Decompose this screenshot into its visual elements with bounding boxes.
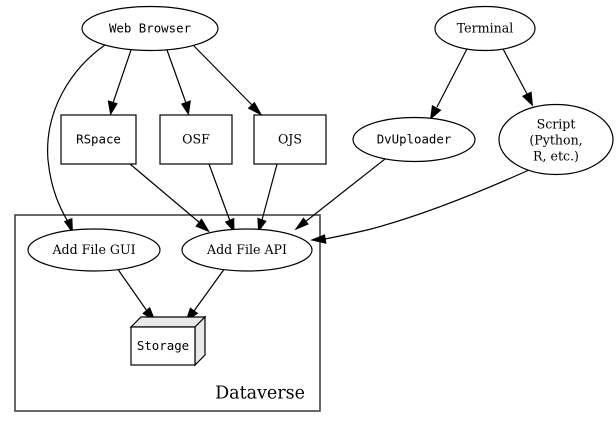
- node-add-file-api-ellipse[interactable]: [181, 228, 313, 272]
- node-terminal[interactable]: Terminal: [434, 5, 536, 52]
- edge-web-browser-to-osf: [166, 49, 191, 116]
- edge-web-browser-to-ojs: [193, 45, 263, 116]
- edge-dvuploader-to-add-file-api: [294, 158, 386, 231]
- edge-add-file-api-to-storage: [185, 267, 226, 322]
- node-storage-label: Storage: [137, 338, 189, 353]
- node-add-file-gui-label: Add File GUI: [51, 242, 135, 257]
- node-osf[interactable]: OSF: [159, 114, 233, 165]
- edge-layer: [47, 44, 533, 322]
- node-osf-label: OSF: [182, 132, 210, 147]
- edge-add-file-gui-to-storage: [116, 267, 156, 322]
- node-add-file-api[interactable]: Add File API: [181, 228, 313, 272]
- node-osf-box[interactable]: [159, 114, 233, 165]
- node-script-label-line-1: Script: [537, 117, 576, 132]
- node-add-file-gui-ellipse[interactable]: [27, 228, 161, 272]
- node-web-browser-ellipse[interactable]: [81, 5, 219, 52]
- node-ojs-label: OJS: [278, 132, 302, 147]
- node-web-browser[interactable]: Web Browser: [81, 5, 219, 52]
- node-dvuploader[interactable]: DvUploader: [352, 116, 476, 163]
- cluster-dataverse: Dataverse: [14, 214, 321, 412]
- node-storage[interactable]: Storage: [129, 315, 207, 367]
- edge-web-browser-to-add-file-gui: [47, 44, 106, 234]
- edge-terminal-to-script: [501, 46, 533, 107]
- node-add-file-gui[interactable]: Add File GUI: [27, 228, 161, 272]
- node-ojs-box[interactable]: [253, 114, 327, 165]
- cluster-dataverse-border: [14, 214, 321, 412]
- edge-terminal-to-dvuploader: [429, 46, 469, 120]
- edge-script-to-add-file-api: [310, 169, 530, 244]
- edge-osf-to-add-file-api: [208, 163, 235, 233]
- node-script-label-line-3: R, etc.): [533, 149, 579, 164]
- node-script-label-line-2: (Python,: [529, 133, 582, 148]
- edge-web-browser-to-rspace: [107, 49, 132, 116]
- node-terminal-ellipse[interactable]: [434, 5, 536, 52]
- node-script[interactable]: Script (Python, R, etc.): [498, 103, 614, 176]
- node-storage-front-face[interactable]: [130, 326, 196, 366]
- node-dvuploader-label: DvUploader: [377, 132, 452, 147]
- node-terminal-label: Terminal: [457, 21, 514, 36]
- node-rspace-box[interactable]: [60, 114, 137, 165]
- node-storage-top-face: [129, 316, 207, 328]
- node-ojs[interactable]: OJS: [253, 114, 327, 165]
- node-web-browser-label: Web Browser: [109, 21, 191, 36]
- node-rspace[interactable]: RSpace: [60, 114, 137, 165]
- node-rspace-label: RSpace: [76, 132, 121, 147]
- node-dvuploader-ellipse[interactable]: [352, 116, 476, 163]
- edge-rspace-to-add-file-api: [129, 163, 210, 233]
- edge-ojs-to-add-file-api: [257, 163, 278, 233]
- node-script-ellipse[interactable]: [498, 103, 614, 176]
- node-add-file-api-label: Add File API: [206, 242, 287, 257]
- node-layer: Web Browser Terminal RSpace OSF OJS: [27, 5, 614, 367]
- cluster-dataverse-label: Dataverse: [215, 384, 305, 404]
